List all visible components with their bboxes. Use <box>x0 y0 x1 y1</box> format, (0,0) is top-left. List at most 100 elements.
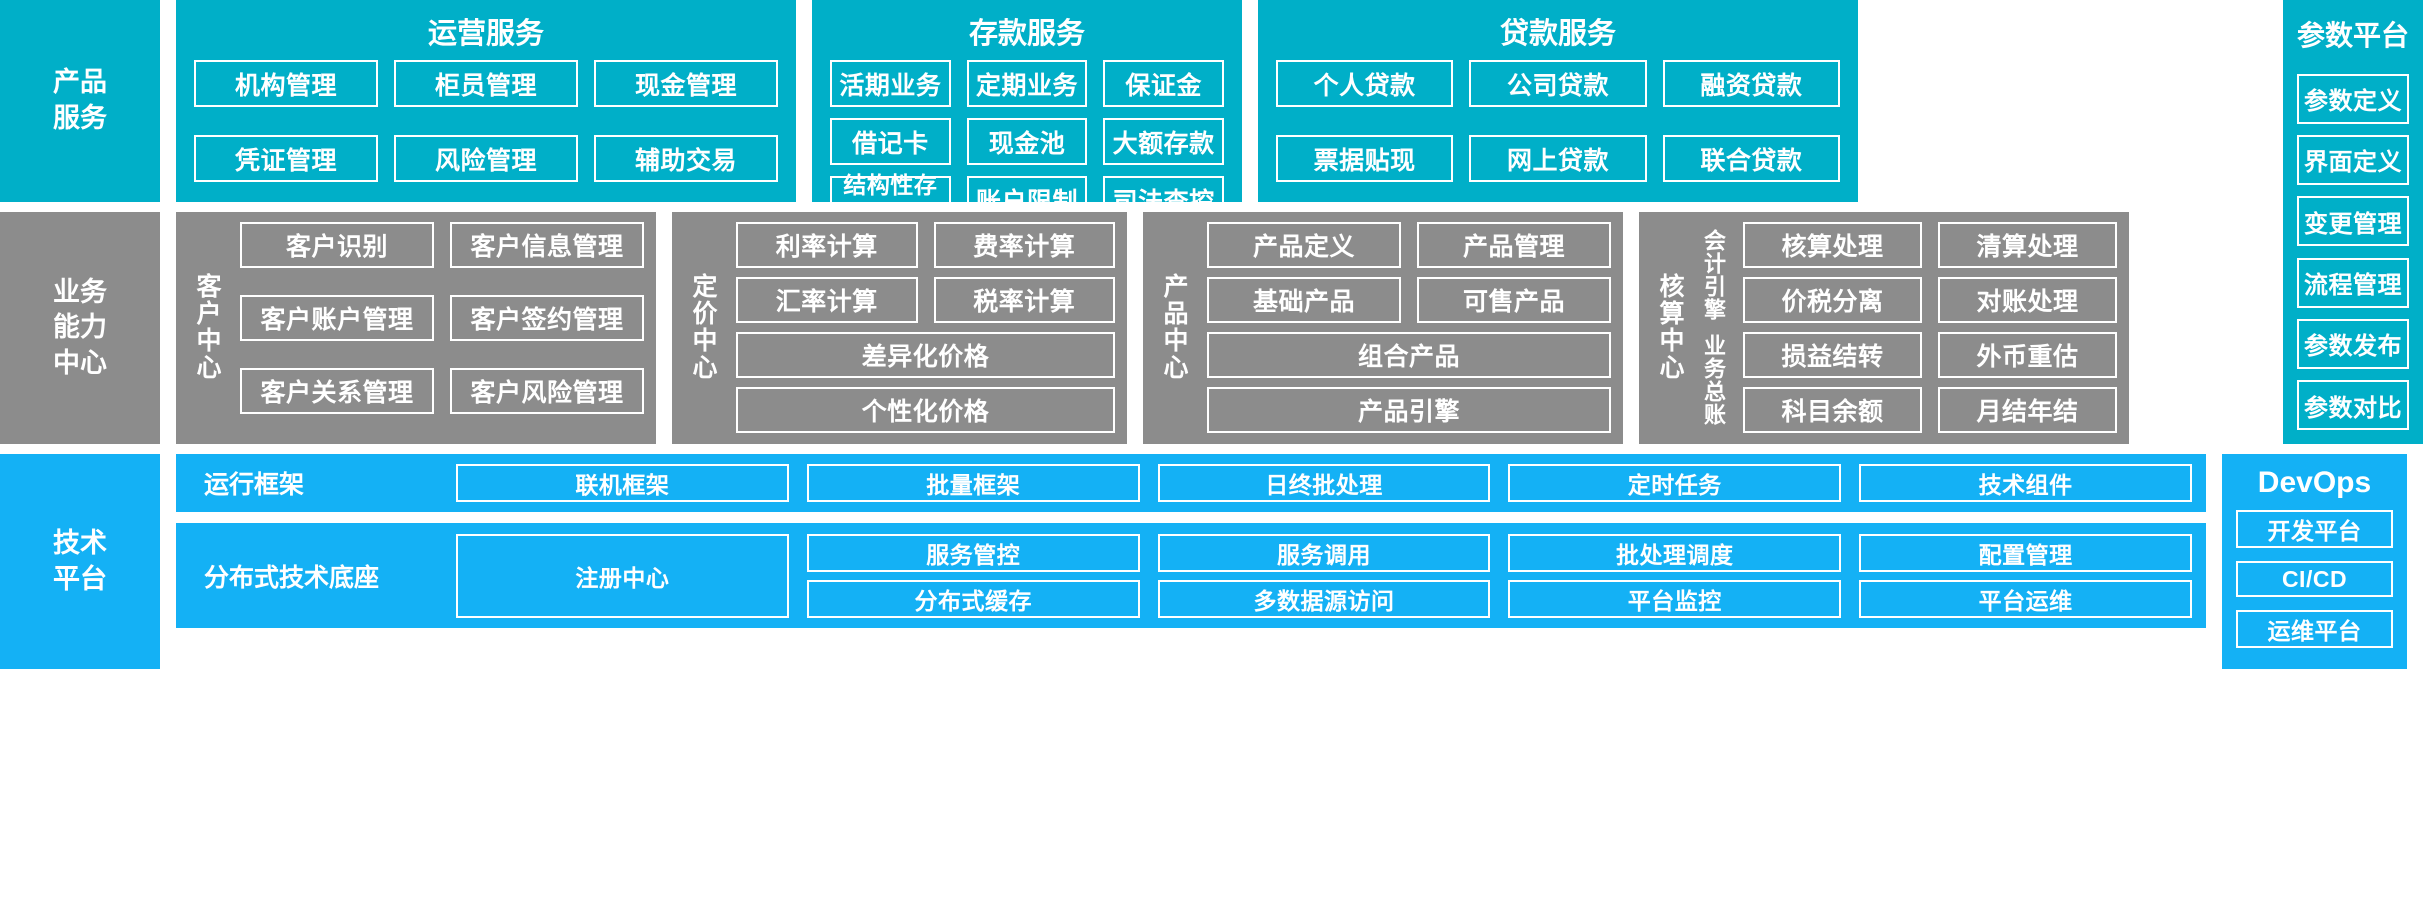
service-box[interactable]: 联合贷款 <box>1662 135 1840 182</box>
service-box[interactable]: 现金管理 <box>594 60 778 107</box>
capability-box[interactable]: 客户识别 <box>240 222 434 268</box>
rail-technology-platform-label: 技术 平台 <box>53 527 107 594</box>
tech-box[interactable]: 技术组件 <box>1859 464 2192 502</box>
service-box[interactable]: 融资贷款 <box>1662 60 1840 107</box>
group-deposit-services: 存款服务 活期业务 定期业务 保证金 借记卡 现金池 大额存款 结构性存款 账户… <box>812 0 1242 232</box>
tech-box[interactable]: 配置管理 <box>1859 533 2192 572</box>
capability-box[interactable]: 利率计算 <box>736 222 918 268</box>
parameter-item[interactable]: 界面定义 <box>2296 134 2409 185</box>
loan-services-grid: 个人贷款 公司贷款 融资贷款 票据贴现 网上贷款 联合贷款 <box>1276 60 1840 194</box>
strip-label-runtime-framework: 运行框架 <box>204 471 305 499</box>
center-accounting-items: 核算处理 清算处理 价税分离 对账处理 损益结转 外币重估 科目余额 月结年结 <box>1733 222 2117 433</box>
column-parameter-platform: 参数平台 参数定义 界面定义 变更管理 流程管理 参数发布 参数对比 <box>2282 0 2423 444</box>
spacer <box>2206 454 2222 669</box>
service-box[interactable]: 定期业务 <box>966 60 1088 107</box>
business-capability-row: 业务 能力 中心 客户中心 客户识别 客户信息管理 客户账户管理 客户签约管理 … <box>0 212 2423 444</box>
sub-label-general-ledger: 业务总账 <box>1701 333 1726 426</box>
tech-box[interactable]: 平台监控 <box>1508 579 1842 618</box>
service-box[interactable]: 现金池 <box>966 118 1088 165</box>
service-box[interactable]: 保证金 <box>1103 60 1224 107</box>
parameter-item[interactable]: 变更管理 <box>2296 196 2409 247</box>
capability-box[interactable]: 客户关系管理 <box>240 368 434 414</box>
capability-box[interactable]: 组合产品 <box>1207 332 1611 378</box>
sub-label-accounting-engine: 会计引擎 <box>1701 228 1726 321</box>
parameter-item[interactable]: 流程管理 <box>2296 257 2409 308</box>
center-pricing-label: 定价中心 <box>689 273 717 381</box>
devops-title: DevOps <box>2257 466 2372 499</box>
capability-box[interactable]: 个性化价格 <box>736 387 1115 433</box>
runtime-framework-items: 联机框架 批量框架 日终批处理 定时任务 技术组件 <box>456 464 2192 502</box>
capability-box[interactable]: 产品管理 <box>1417 222 1611 268</box>
spacer <box>160 0 176 202</box>
product-services-row: 产品 服务 运营服务 机构管理 柜员管理 现金管理 凭证管理 风险管理 辅助交易… <box>0 0 2423 444</box>
center-product-label: 产品中心 <box>1160 273 1188 381</box>
tech-box[interactable]: 分布式缓存 <box>806 579 1140 618</box>
service-box[interactable]: 柜员管理 <box>394 60 578 107</box>
capability-box[interactable]: 对账处理 <box>1938 277 2117 323</box>
devops-item[interactable]: 开发平台 <box>2236 510 2393 548</box>
capability-box[interactable]: 清算处理 <box>1938 222 2117 268</box>
parameter-item[interactable]: 参数发布 <box>2296 318 2409 369</box>
capability-box[interactable]: 损益结转 <box>1743 332 1922 378</box>
devops-item[interactable]: 运维平台 <box>2236 610 2393 648</box>
tech-box[interactable]: 定时任务 <box>1508 464 1842 502</box>
rail-product-services: 产品 服务 <box>0 0 160 202</box>
capability-box[interactable]: 客户信息管理 <box>450 222 644 268</box>
tech-box[interactable]: 多数据源访问 <box>1157 579 1491 618</box>
rail-technology-platform: 技术 平台 <box>0 454 160 669</box>
tech-box[interactable]: 联机框架 <box>456 464 789 502</box>
spacer <box>1242 0 1258 202</box>
parameter-platform-items: 参数定义 界面定义 变更管理 流程管理 参数发布 参数对比 <box>2296 68 2409 436</box>
technology-platform-row: 技术 平台 运行框架 联机框架 批量框架 日终批处理 定时任务 技术组件 分布式… <box>0 454 2423 669</box>
service-box[interactable]: 网上贷款 <box>1469 135 1647 182</box>
rail-business-capability: 业务 能力 中心 <box>0 212 160 444</box>
service-box[interactable]: 大额存款 <box>1103 118 1224 165</box>
service-box[interactable]: 票据贴现 <box>1276 135 1454 182</box>
service-box[interactable]: 辅助交易 <box>594 135 778 182</box>
capability-box[interactable]: 产品引擎 <box>1207 387 1611 433</box>
service-box[interactable]: 借记卡 <box>830 118 951 165</box>
spacer <box>160 212 176 444</box>
parameter-item[interactable]: 参数定义 <box>2296 73 2409 124</box>
tech-box[interactable]: 批量框架 <box>806 464 1140 502</box>
center-customer-items: 客户识别 客户信息管理 客户账户管理 客户签约管理 客户关系管理 客户风险管理 <box>230 222 644 432</box>
capability-box[interactable]: 客户风险管理 <box>450 368 644 414</box>
center-pricing: 定价中心 利率计算 费率计算 汇率计算 税率计算 差异化价格 个性化价格 <box>672 212 1127 444</box>
service-box[interactable]: 活期业务 <box>830 60 951 107</box>
tech-box[interactable]: 服务调用 <box>1157 533 1491 572</box>
service-box[interactable]: 公司贷款 <box>1469 60 1647 107</box>
tech-box[interactable]: 服务管控 <box>806 533 1140 572</box>
capability-box[interactable]: 产品定义 <box>1207 222 1401 268</box>
center-product-items: 产品定义 产品管理 基础产品 可售产品 组合产品 产品引擎 <box>1197 222 1611 433</box>
capability-box[interactable]: 税率计算 <box>933 277 1115 323</box>
capability-box[interactable]: 价税分离 <box>1743 277 1922 323</box>
capability-box[interactable]: 汇率计算 <box>736 277 918 323</box>
devops-item[interactable]: CI/CD <box>2236 561 2393 597</box>
spacer <box>796 0 812 202</box>
capability-box[interactable]: 费率计算 <box>933 222 1115 268</box>
tech-box[interactable]: 平台运维 <box>1859 579 2192 618</box>
capability-box[interactable]: 外币重估 <box>1938 332 2117 378</box>
service-box[interactable]: 个人贷款 <box>1276 60 1454 107</box>
capability-box[interactable]: 月结年结 <box>1938 387 2117 433</box>
tech-box-registry[interactable]: 注册中心 <box>456 533 789 618</box>
capability-box[interactable]: 客户账户管理 <box>240 295 434 341</box>
capability-box[interactable]: 科目余额 <box>1743 387 1922 433</box>
capability-box[interactable]: 客户签约管理 <box>450 295 644 341</box>
spacer <box>1858 0 1874 202</box>
capability-box[interactable]: 基础产品 <box>1207 277 1401 323</box>
capability-box[interactable]: 核算处理 <box>1743 222 1922 268</box>
parameter-item[interactable]: 参数对比 <box>2296 380 2409 431</box>
service-box[interactable]: 凭证管理 <box>194 135 378 182</box>
capability-box[interactable]: 差异化价格 <box>736 332 1115 378</box>
parameter-platform-title: 参数平台 <box>2296 20 2409 51</box>
capability-box[interactable]: 可售产品 <box>1417 277 1611 323</box>
service-box[interactable]: 机构管理 <box>194 60 378 107</box>
spacer <box>160 454 176 669</box>
tech-box[interactable]: 批处理调度 <box>1508 533 1842 572</box>
service-box[interactable]: 风险管理 <box>394 135 578 182</box>
center-product: 产品中心 产品定义 产品管理 基础产品 可售产品 组合产品 产品引擎 <box>1143 212 1623 444</box>
tech-box[interactable]: 日终批处理 <box>1157 464 1491 502</box>
group-loan-services: 贷款服务 个人贷款 公司贷款 融资贷款 票据贴现 网上贷款 联合贷款 <box>1258 0 1858 202</box>
